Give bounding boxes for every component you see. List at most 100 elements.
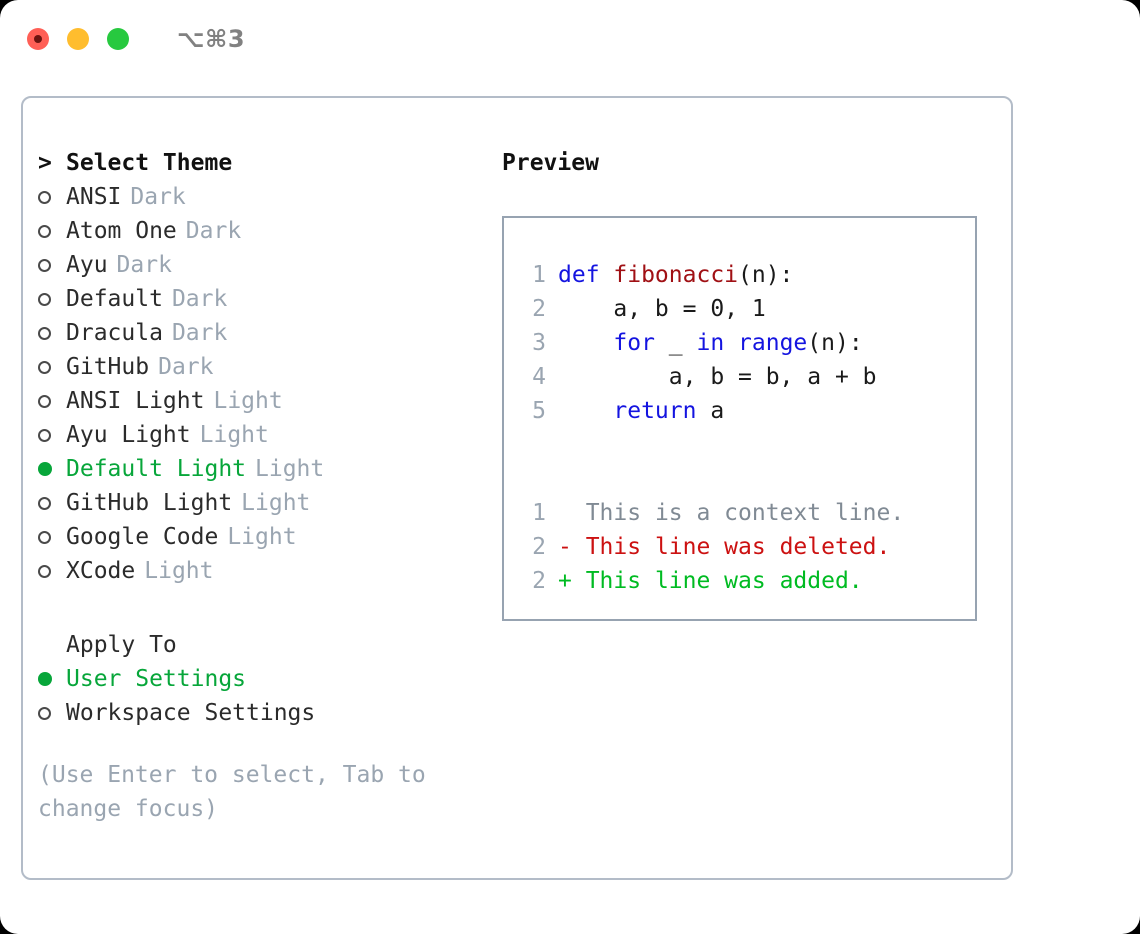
theme-name: Default Light	[66, 456, 247, 482]
theme-category: Light	[241, 490, 311, 516]
radio-unselected-icon[interactable]	[38, 706, 66, 720]
minimize-button[interactable]	[67, 28, 89, 50]
code-text: for _ in range(n):	[558, 330, 863, 356]
keyboard-hint-line1: (Use Enter to select, Tab to	[38, 762, 426, 788]
radio-unselected-icon[interactable]	[38, 258, 66, 272]
theme-category: Light	[227, 524, 297, 550]
code-line: 5 return a	[518, 394, 975, 428]
spacer	[518, 462, 975, 496]
theme-name: ANSI	[66, 184, 122, 210]
theme-list-item[interactable]: Atom One Dark	[38, 214, 478, 248]
theme-category: Dark	[158, 354, 214, 380]
diff-marker: +	[558, 568, 572, 594]
theme-name: ANSI Light	[66, 388, 205, 414]
code-token	[558, 398, 613, 424]
diff-line-context: 1 This is a context line.	[518, 496, 975, 530]
diff-line-deleted: 2 - This line was deleted.	[518, 530, 975, 564]
line-number: 1	[532, 262, 546, 288]
radio-unselected-icon[interactable]	[38, 224, 66, 238]
theme-name: Ayu Light	[66, 422, 191, 448]
line-number: 2	[532, 534, 546, 560]
code-token: a, b = b, a + b	[558, 364, 877, 390]
code-token	[558, 330, 613, 356]
code-token	[724, 330, 738, 356]
theme-name: Default	[66, 286, 163, 312]
line-number: 1	[532, 500, 546, 526]
spacer	[518, 428, 975, 462]
select-theme-title: Select Theme	[66, 150, 233, 176]
radio-unselected-icon[interactable]	[38, 428, 66, 442]
theme-name: Atom One	[66, 218, 177, 244]
apply-to-option-selected[interactable]: User Settings	[38, 662, 478, 696]
preview-box: 1 def fibonacci(n): 2 a, b = 0, 1 3 for …	[502, 216, 977, 621]
code-token: (n):	[738, 262, 794, 288]
line-number: 2	[532, 568, 546, 594]
title-bar: ⌥⌘3	[0, 0, 1140, 78]
theme-name: Google Code	[66, 524, 219, 550]
code-token: a, b = 0, 1	[558, 296, 766, 322]
theme-category: Light	[213, 388, 283, 414]
radio-selected-icon[interactable]	[38, 462, 66, 476]
radio-unselected-icon[interactable]	[38, 394, 66, 408]
code-token: def	[558, 262, 614, 288]
line-number: 5	[532, 398, 546, 424]
line-number: 4	[532, 364, 546, 390]
code-token: range	[738, 330, 808, 356]
apply-to-option[interactable]: Workspace Settings	[38, 696, 478, 730]
radio-unselected-icon[interactable]	[38, 496, 66, 510]
diff-marker	[558, 500, 572, 526]
theme-list-item[interactable]: XCode Light	[38, 554, 478, 588]
line-number: 3	[532, 330, 546, 356]
diff-line-added: 2 + This line was added.	[518, 564, 975, 598]
line-number: 2	[532, 296, 546, 322]
close-button[interactable]	[27, 28, 49, 50]
apply-to-option-label: User Settings	[66, 666, 247, 692]
theme-name: GitHub Light	[66, 490, 233, 516]
theme-category: Light	[199, 422, 269, 448]
theme-category: Dark	[185, 218, 242, 244]
theme-list-item[interactable]: Default Dark	[38, 282, 478, 316]
radio-unselected-icon[interactable]	[38, 292, 66, 306]
code-token: return	[613, 398, 697, 424]
theme-list-item-selected[interactable]: Default Light Light	[38, 452, 478, 486]
radio-unselected-icon[interactable]	[38, 326, 66, 340]
keyboard-hint: (Use Enter to select, Tab to change focu…	[38, 758, 438, 826]
code-text: a, b = 0, 1	[558, 296, 766, 322]
theme-category: Dark	[171, 320, 228, 346]
code-token: a	[696, 398, 725, 424]
spacer	[38, 588, 478, 628]
keyboard-shortcut-label: ⌥⌘3	[177, 25, 246, 53]
code-line: 4 a, b = b, a + b	[518, 360, 975, 394]
code-token: (n):	[807, 330, 863, 356]
theme-list-item[interactable]: Dracula Dark	[38, 316, 478, 350]
theme-list-item[interactable]: ANSI Light Light	[38, 384, 478, 418]
theme-list-item[interactable]: Google Code Light	[38, 520, 478, 554]
radio-unselected-icon[interactable]	[38, 360, 66, 374]
code-line: 3 for _ in range(n):	[518, 326, 975, 360]
diff-text: This line was added.	[571, 568, 863, 594]
radio-selected-icon[interactable]	[38, 672, 66, 686]
diff-text: This is a context line.	[571, 500, 905, 526]
radio-unselected-icon[interactable]	[38, 564, 66, 578]
theme-list-item[interactable]: GitHub Light Light	[38, 486, 478, 520]
theme-list-item[interactable]: Ayu Light Light	[38, 418, 478, 452]
preview-panel: Preview 1 def fibonacci(n): 2 a, b = 0, …	[502, 146, 992, 621]
zoom-button[interactable]	[107, 28, 129, 50]
theme-list-item[interactable]: GitHub Dark	[38, 350, 478, 384]
theme-category: Dark	[130, 184, 186, 210]
theme-list-item[interactable]: Ayu Dark	[38, 248, 478, 282]
diff-text: This line was deleted.	[571, 534, 891, 560]
radio-unselected-icon[interactable]	[38, 190, 66, 204]
code-token: _	[654, 330, 697, 356]
code-line: 1 def fibonacci(n):	[518, 258, 975, 292]
code-token: for	[613, 330, 655, 356]
theme-category: Dark	[171, 286, 228, 312]
theme-list-item[interactable]: ANSI Dark	[38, 180, 478, 214]
code-text: return a	[558, 398, 724, 424]
preview-title: Preview	[502, 150, 599, 176]
theme-picker-panel: > Select Theme ANSI Dark Atom One Dark A…	[38, 146, 478, 826]
radio-unselected-icon[interactable]	[38, 530, 66, 544]
keyboard-hint-line2: change focus)	[38, 796, 219, 822]
apply-to-title: Apply To	[66, 632, 177, 658]
